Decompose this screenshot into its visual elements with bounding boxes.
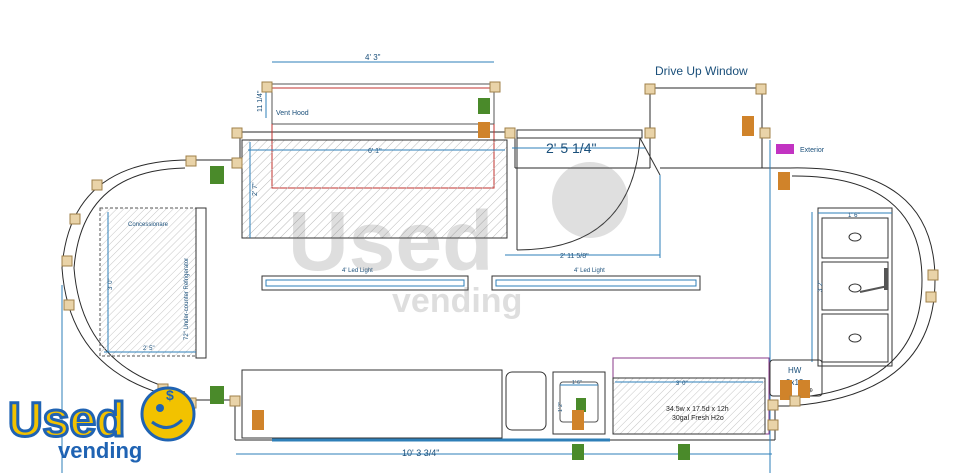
logo-dollar: $ (166, 387, 174, 403)
switch-icons (252, 116, 810, 430)
watermark-subtext: vending (392, 282, 522, 320)
hood-depth-dimension: 11 1/4" (257, 90, 264, 112)
tank-spec-line1: 34.5w x 17.5d x 12h (666, 406, 729, 413)
exterior-label: Exterior (800, 147, 825, 154)
watermark: Used vending (288, 162, 628, 320)
switch-icon (572, 410, 584, 430)
counter-depth-dimension: 2' 7" (252, 182, 259, 196)
outlet-icon (210, 166, 224, 184)
left-counter: Concessionare 72" Under-counter Refriger… (99, 207, 207, 359)
entry-door: 2' 5 1/4" 2' 11 5/8" (505, 129, 661, 260)
used-vending-logo: Used $ vending (7, 386, 196, 463)
switch-icon (798, 380, 810, 398)
refrigerator-label: 72" Under-counter Refrigerator (184, 258, 190, 340)
led-light-right: 4' Led Light (491, 268, 701, 291)
led-light-right-label: 4' Led Light (574, 268, 605, 274)
outlet-icon (210, 386, 224, 404)
small-sink-width-dimension: 1' 6" (572, 380, 582, 386)
hw-symbol: ⊕ (808, 388, 813, 394)
switch-icon (778, 172, 790, 190)
switch-icon (252, 410, 264, 430)
tank-width-dimension: 3' 0" (676, 381, 688, 387)
hw-label: HW (788, 366, 802, 375)
led-light-left: 4' Led Light (261, 268, 469, 291)
outlet-icon (678, 444, 690, 460)
exterior-outlet: Exterior (776, 144, 825, 154)
sink-height-dimension: 3' 2" (818, 280, 824, 292)
outlet-icon (478, 98, 490, 114)
hood-width-dimension: 4' 3" (365, 53, 381, 62)
three-compartment-sink: 1' 6" 3' 2" (811, 207, 893, 367)
outlet-icon (576, 398, 586, 412)
door-span-dimension: 2' 11 5/8" (560, 253, 589, 260)
counter-width-dimension: 6' 1" (368, 148, 382, 155)
overall-length-dimension: 10' 3 3/4" (402, 448, 439, 458)
door-width-dimension: 2' 5 1/4" (546, 140, 596, 156)
switch-icon (780, 380, 792, 400)
side-width-dimension: 3' 0" (108, 278, 114, 290)
back-counter: 6' 1" 2' 7" (241, 139, 508, 239)
front-counter: 1' 6" 1' 2" 3' 0" 34.5w x 17.5d x 12h 30… (241, 357, 770, 442)
logo-vending-text: vending (58, 438, 142, 463)
outlet-icons (210, 98, 690, 460)
outlet-icon (572, 444, 584, 460)
logo-used-text: Used (8, 394, 125, 447)
switch-icon (478, 122, 490, 138)
sink-width-dimension: 1' 6" (848, 213, 860, 219)
hw-size-label: 9x13 (786, 378, 804, 387)
drive-up-window-label: Drive Up Window (655, 64, 748, 78)
small-sink-depth-dimension: 1' 2" (558, 402, 564, 412)
switch-icon (742, 116, 754, 136)
hot-water-heater: HW 9x13 ⊕ (769, 359, 823, 397)
concession-label: Concessionare (128, 222, 169, 228)
led-light-left-label: 4' Led Light (342, 268, 373, 274)
side-depth-dimension: 2' 5" (143, 346, 155, 352)
tank-spec-line2: 30gal Fresh H2o (672, 415, 724, 422)
watermark-text: Used (288, 194, 493, 288)
vent-hood-label: Vent Hood (276, 110, 309, 117)
